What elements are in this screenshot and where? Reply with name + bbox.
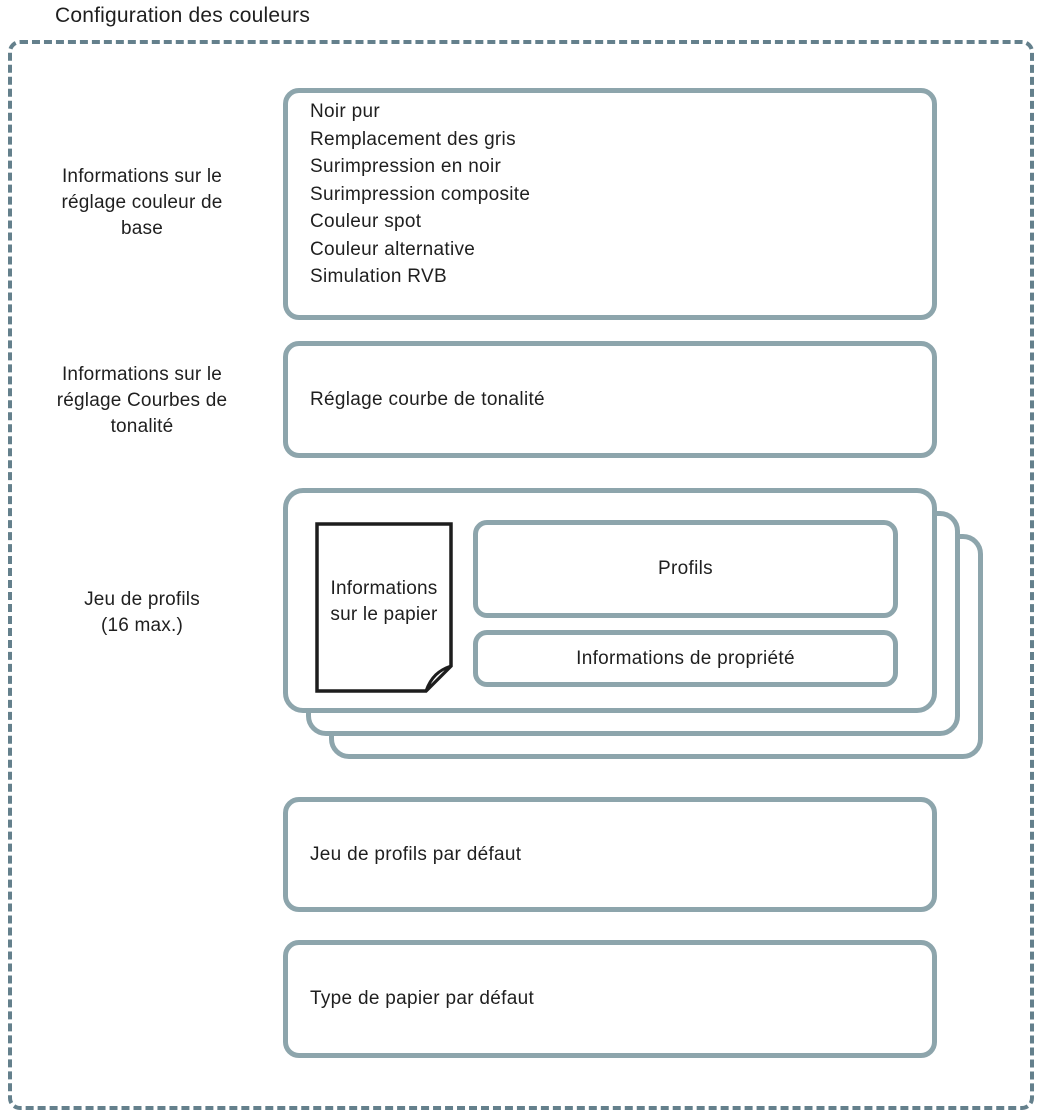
- tone-curve-box: Réglage courbe de tonalité: [283, 341, 937, 458]
- diagram-title: Configuration des couleurs: [55, 4, 311, 27]
- profiles-box: Profils: [473, 520, 898, 618]
- default-paper-type-box: Type de papier par défaut: [283, 940, 937, 1058]
- profiles-box-label: Profils: [658, 558, 713, 579]
- paper-info-icon: Informations sur le papier: [315, 522, 453, 693]
- default-profile-set-label: Jeu de profils par défaut: [310, 843, 522, 865]
- configuration-boundary: [8, 40, 1034, 1110]
- property-info-box-label: Informations de propriété: [576, 647, 795, 669]
- basic-color-settings-box: Noir pur Remplacement des gris Surimpres…: [283, 88, 937, 320]
- label-tone-curve-settings: Informations sur le réglage Courbes de t…: [56, 364, 228, 437]
- property-info-box: Informations de propriété: [473, 630, 898, 687]
- default-paper-type-label: Type de papier par défaut: [310, 988, 535, 1009]
- label-profile-set: Jeu de profils (16 max.): [84, 589, 200, 636]
- profile-card-front: Informations sur le papier Profils Infor…: [283, 488, 937, 713]
- default-profile-set-box: Jeu de profils par défaut: [283, 797, 937, 912]
- paper-info-label: Informations sur le papier: [330, 578, 438, 626]
- tone-curve-box-label: Réglage courbe de tonalité: [310, 388, 545, 410]
- label-basic-color-settings: Informations sur le réglage couleur de b…: [61, 166, 223, 239]
- paper-icon: [315, 522, 453, 693]
- profile-set-stack: Informations sur le papier Profils Infor…: [283, 488, 993, 763]
- basic-color-settings-list: Noir pur Remplacement des gris Surimpres…: [310, 101, 531, 287]
